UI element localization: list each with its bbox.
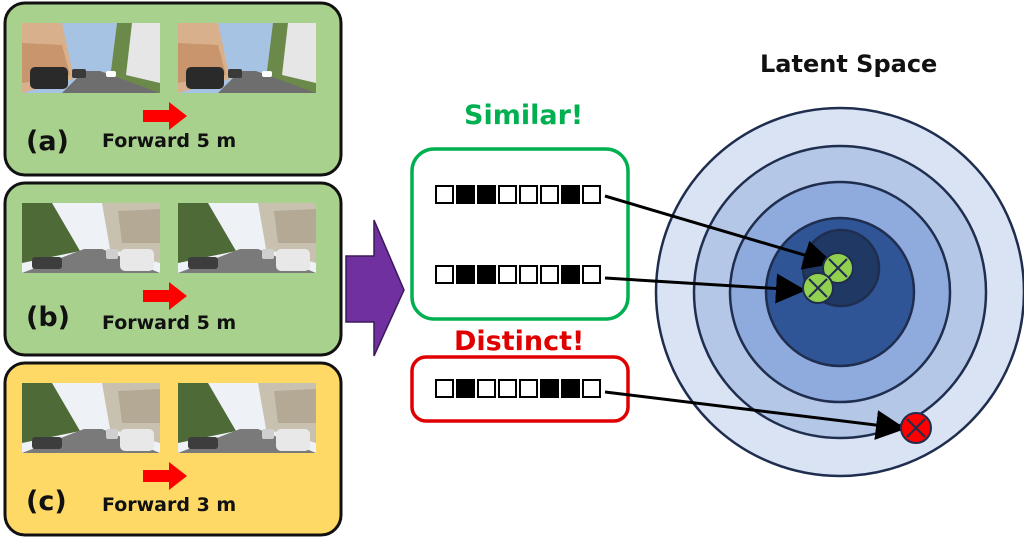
- panel-a-caption: Forward 5 m: [102, 130, 237, 152]
- link-similar-1: [604, 194, 834, 270]
- similar-group-box: [410, 147, 630, 321]
- panel-c-image-2: [178, 383, 316, 453]
- panel-c-caption: Forward 3 m: [102, 494, 237, 516]
- similar-title: Similar!: [464, 100, 584, 131]
- code-bit: [540, 379, 559, 398]
- code-bit: [435, 379, 454, 398]
- forward-arrow-icon: [143, 102, 187, 130]
- panel-a-image-1: [22, 23, 160, 93]
- code-bit: [582, 265, 601, 284]
- panel-b-image-1: [22, 203, 160, 273]
- distinct-code: [435, 379, 601, 398]
- panel-b-caption: Forward 5 m: [102, 312, 237, 334]
- code-bit: [477, 379, 496, 398]
- code-bit: [456, 185, 475, 204]
- big-right-arrow-icon: [345, 219, 405, 357]
- code-bit: [498, 379, 517, 398]
- forward-arrow-icon: [143, 282, 187, 310]
- panel-b-image-2: [178, 203, 316, 273]
- code-bit: [540, 185, 559, 204]
- link-distinct: [604, 390, 906, 440]
- panel-a-image-2: [178, 23, 316, 93]
- code-bit: [477, 185, 496, 204]
- similar-code-2: [435, 265, 601, 284]
- similar-code-1: [435, 185, 601, 204]
- code-bit: [477, 265, 496, 284]
- code-bit: [561, 379, 580, 398]
- cross-circle-icon: [900, 412, 932, 444]
- code-bit: [582, 379, 601, 398]
- code-bit: [540, 265, 559, 284]
- code-bit: [582, 185, 601, 204]
- panel-c-label: (c): [26, 486, 67, 517]
- cross-circle-icon: [822, 252, 854, 284]
- link-similar-2: [604, 273, 806, 304]
- code-bit: [561, 265, 580, 284]
- code-bit: [561, 185, 580, 204]
- code-bit: [519, 185, 538, 204]
- code-bit: [519, 379, 538, 398]
- code-bit: [435, 265, 454, 284]
- code-bit: [498, 185, 517, 204]
- code-bit: [498, 265, 517, 284]
- cross-circle-icon: [802, 272, 834, 304]
- latent-space-title: Latent Space: [760, 50, 938, 78]
- panel-a-label: (a): [26, 126, 69, 157]
- panel-c-image-1: [22, 383, 160, 453]
- code-bit: [456, 265, 475, 284]
- code-bit: [456, 379, 475, 398]
- distinct-title: Distinct!: [454, 326, 585, 357]
- code-bit: [435, 185, 454, 204]
- forward-arrow-icon: [143, 462, 187, 490]
- code-bit: [519, 265, 538, 284]
- panel-b-label: (b): [26, 302, 71, 333]
